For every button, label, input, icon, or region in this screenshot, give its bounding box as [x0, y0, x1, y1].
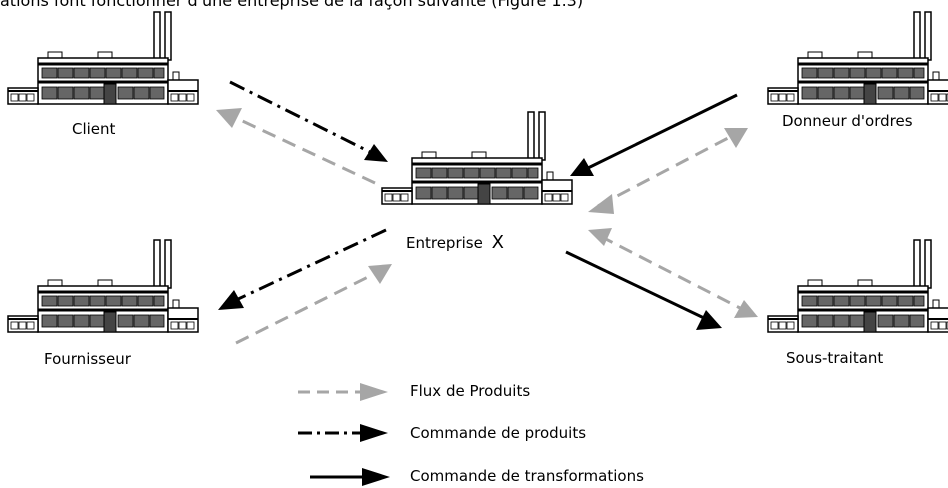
arrow-transform-donneur-to-entreprise [570, 93, 738, 176]
fournisseur-label: Fournisseur [44, 350, 131, 368]
sous-traitant-label: Sous-traitant [786, 349, 884, 367]
factory-icon [6, 238, 200, 334]
legend-products-label: Flux de Produits [410, 382, 531, 400]
arrow-transform-entreprise-to-soustraitant [565, 250, 722, 330]
factory-icon [380, 110, 574, 206]
factory-icon [766, 10, 948, 106]
arrow-products-fournisseur-to-entreprise [235, 264, 392, 345]
arrow-order-client-to-entreprise [229, 80, 388, 162]
legend-products-arrow [298, 383, 388, 401]
legend-order-arrow [298, 424, 388, 442]
client-label: Client [72, 120, 116, 138]
donneur-label: Donneur d'ordres [782, 112, 913, 130]
arrow-products-entreprise-to-client [216, 108, 376, 185]
cropped-caption-text: ations font fonctionner d'une entreprise… [0, 0, 584, 10]
legend-transform-label: Commande de transformations [410, 467, 644, 485]
entreprise-label: Entreprise X [406, 232, 504, 253]
entreprise-name: Entreprise [406, 234, 483, 252]
arrow-products-entreprise-to-donneur [588, 128, 748, 214]
arrow-order-entreprise-to-fournisseur [218, 228, 387, 310]
arrow-products-soustraitant-entreprise [588, 228, 758, 318]
factory-icon [766, 238, 948, 334]
factory-icon [6, 10, 200, 106]
legend-transform-arrow [310, 468, 390, 486]
legend-order-label: Commande de produits [410, 424, 587, 442]
entreprise-mark: X [491, 232, 504, 253]
